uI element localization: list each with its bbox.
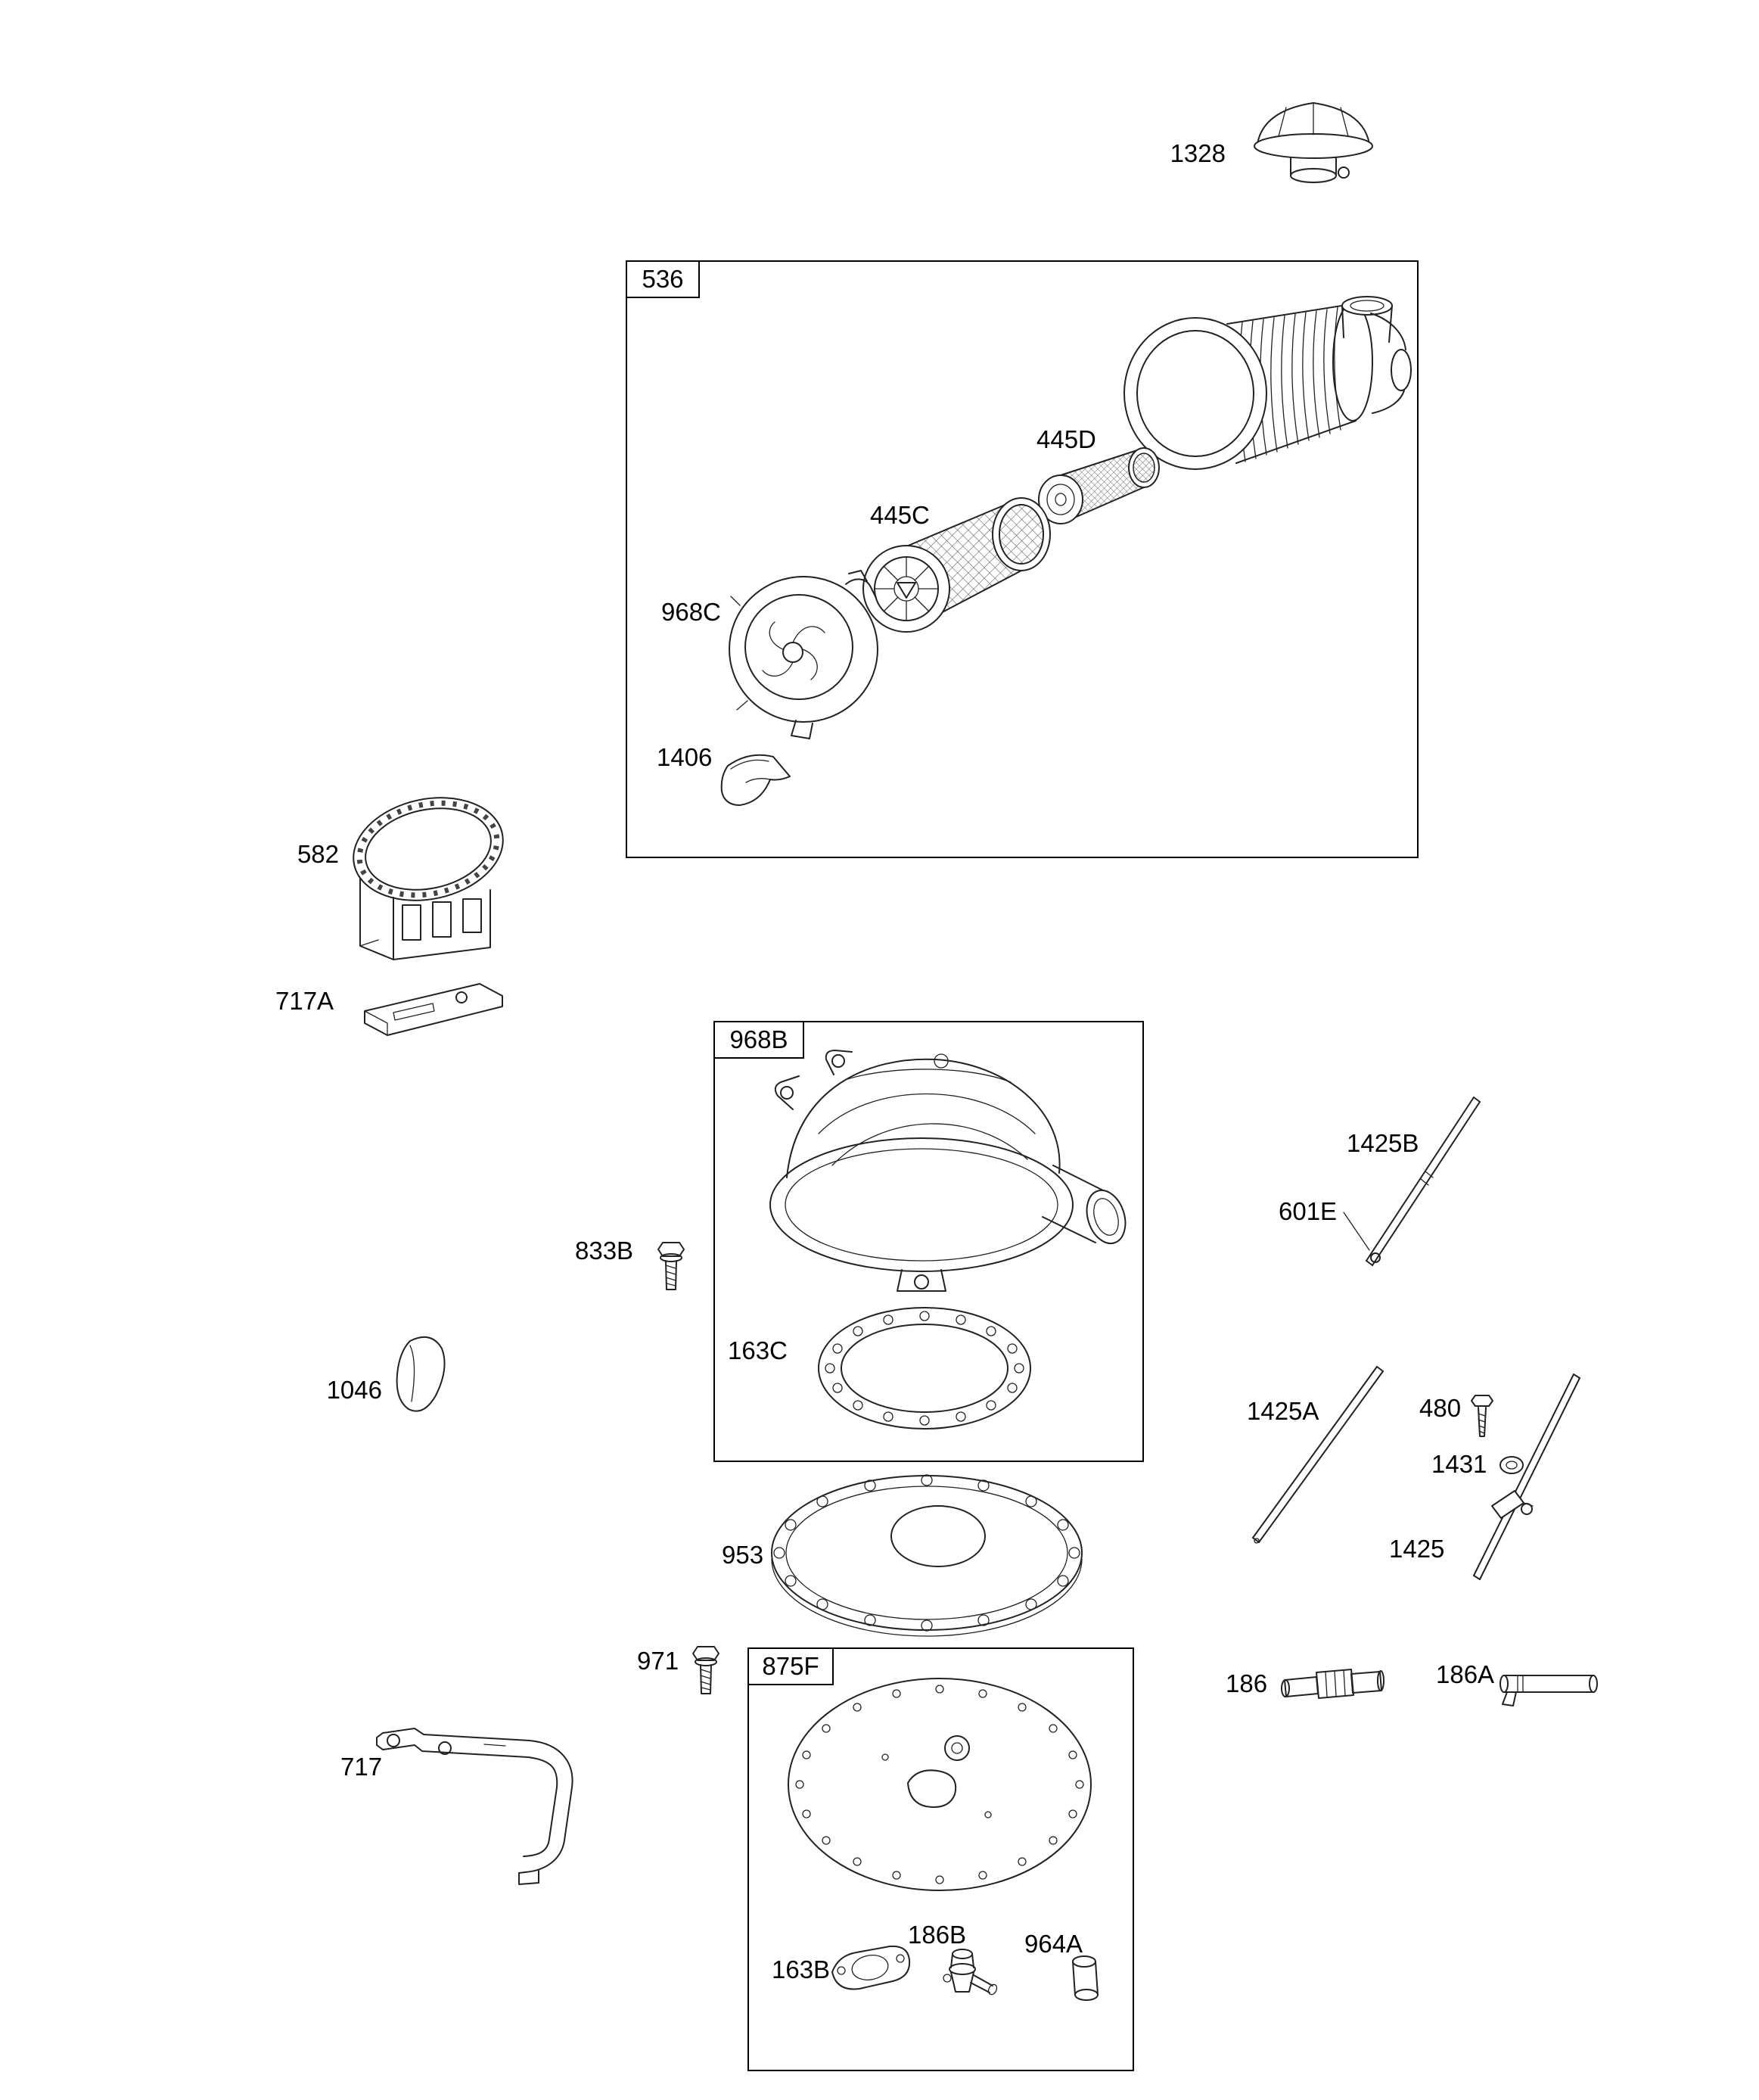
leader-601E xyxy=(1343,1212,1370,1251)
part-968B-body-drawing xyxy=(769,1050,1127,1292)
callout-186B: 186B xyxy=(908,1921,966,1949)
callout-1425: 1425 xyxy=(1389,1535,1444,1563)
part-480-drawing xyxy=(1471,1395,1493,1437)
callout-186A: 186A xyxy=(1436,1660,1494,1688)
part-163C-drawing xyxy=(818,1307,1031,1430)
callout-163C: 163C xyxy=(728,1336,788,1364)
callout-1046: 1046 xyxy=(327,1376,382,1404)
group-label-536: 536 xyxy=(642,265,683,293)
callout-1406: 1406 xyxy=(657,743,712,771)
callout-964A: 964A xyxy=(1024,1930,1083,1958)
part-445D-drawing xyxy=(1038,447,1160,524)
part-717-drawing xyxy=(376,1728,573,1885)
callout-582: 582 xyxy=(297,840,339,868)
part-582-drawing xyxy=(353,797,504,960)
callout-953: 953 xyxy=(722,1541,763,1569)
part-968C-drawing xyxy=(729,570,878,739)
part-163B-drawing xyxy=(831,1945,911,1990)
callout-1425A: 1425A xyxy=(1247,1397,1319,1425)
callout-1425B: 1425B xyxy=(1347,1129,1419,1157)
group-label-968B: 968B xyxy=(729,1025,788,1053)
callout-186: 186 xyxy=(1226,1669,1267,1697)
callout-601E: 601E xyxy=(1279,1197,1337,1225)
part-971-drawing xyxy=(692,1646,719,1694)
part-186A-drawing xyxy=(1500,1675,1598,1706)
part-1425A-drawing xyxy=(1252,1366,1384,1544)
callout-968C: 968C xyxy=(661,598,721,626)
part-445C-drawing xyxy=(862,497,1051,633)
callout-1328: 1328 xyxy=(1170,139,1226,167)
callout-480: 480 xyxy=(1419,1394,1461,1422)
part-186-drawing xyxy=(1281,1669,1385,1699)
group-box-536: 536 xyxy=(626,260,1419,858)
part-953-drawing xyxy=(771,1474,1083,1637)
callout-1431: 1431 xyxy=(1431,1450,1487,1478)
callout-163B: 163B xyxy=(772,1955,830,1983)
callout-445C: 445C xyxy=(870,501,930,529)
part-1406-drawing xyxy=(720,754,791,806)
part-186B-drawing xyxy=(943,1949,998,1996)
part-1046-drawing xyxy=(396,1336,446,1412)
part-1425-drawing xyxy=(1473,1374,1580,1580)
group-box-968B: 968B xyxy=(713,1021,1144,1462)
part-1328-drawing xyxy=(1254,102,1373,183)
part-1431-drawing xyxy=(1500,1456,1524,1474)
part-964A-drawing xyxy=(1072,1955,1099,2001)
part-833B-drawing xyxy=(657,1242,685,1290)
group-box-875F: 875F xyxy=(747,1647,1134,2071)
callout-717A: 717A xyxy=(275,987,334,1015)
callout-445D: 445D xyxy=(1036,425,1096,453)
part-1425B-drawing xyxy=(1366,1097,1481,1266)
part-717A-drawing xyxy=(364,983,503,1036)
part-air-horn-drawing xyxy=(1123,296,1412,470)
callout-833B: 833B xyxy=(575,1237,633,1265)
callout-971: 971 xyxy=(637,1647,679,1675)
part-875F-plate-drawing xyxy=(788,1678,1092,1891)
group-label-875F: 875F xyxy=(762,1652,819,1680)
callout-717: 717 xyxy=(340,1753,382,1781)
